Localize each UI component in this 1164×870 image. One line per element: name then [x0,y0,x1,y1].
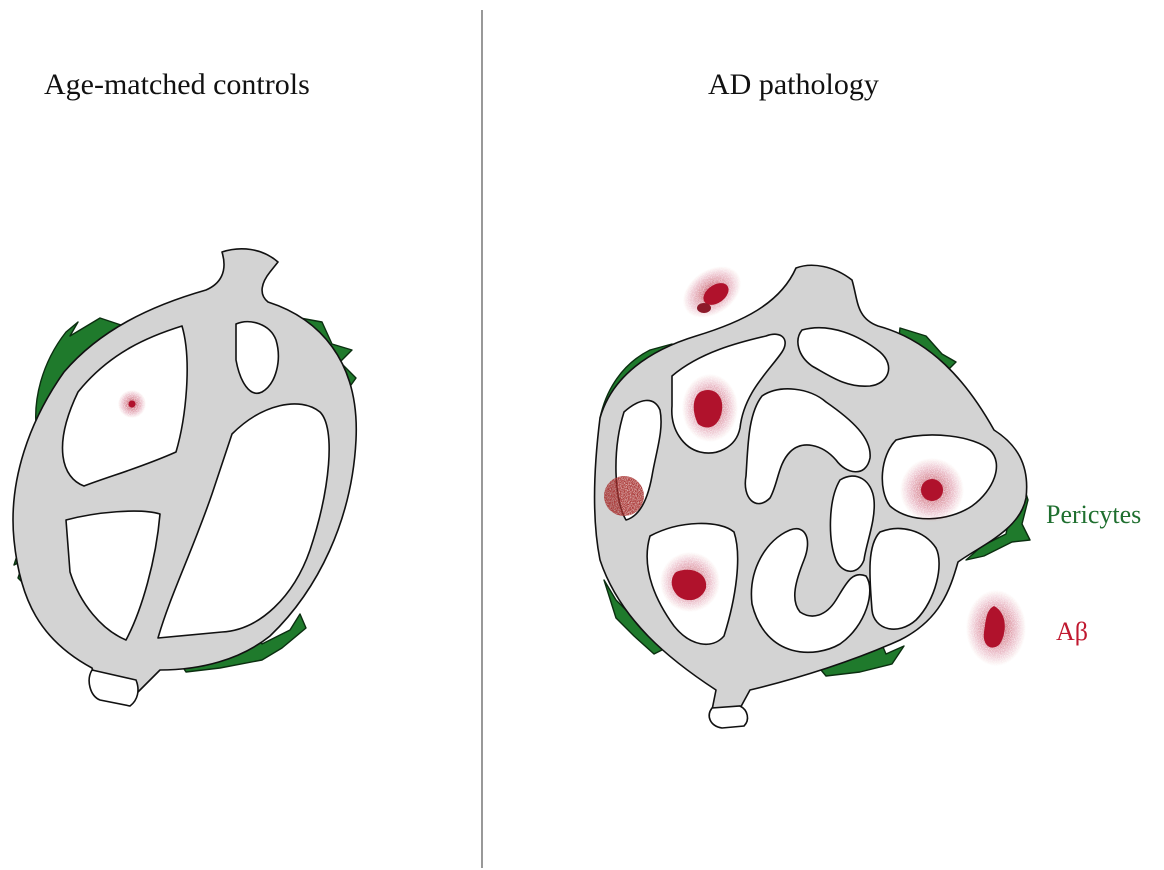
control-vessel [13,249,356,706]
ad-vessel-opening [709,706,747,728]
abeta-deposit-top [673,256,751,329]
dark-deposit-left [604,476,644,516]
abeta-deposit-upper-left [682,374,738,442]
abeta-deposit-control [118,390,146,418]
abeta-deposit-lower-left [660,552,720,612]
pericytes-label: Pericytes [1046,500,1141,529]
abeta-label: Aβ [1056,617,1088,646]
ad-vessel [595,256,1030,728]
left-panel-title: Age-matched controls [44,68,310,101]
right-panel-title: AD pathology [708,68,879,101]
abeta-deposit-right-lumen [900,458,964,522]
abeta-deposit-outside [966,590,1026,666]
